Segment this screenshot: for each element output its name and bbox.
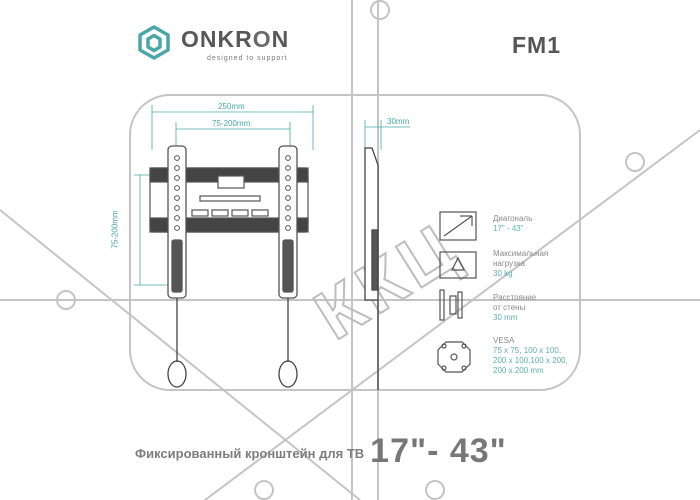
spec-wall-distance: Расстояние от стены 30 mm [493, 293, 537, 322]
footer-description: Фиксированный кронштейн для ТВ [135, 446, 365, 461]
spec-vesa: VESA 75 x 75, 100 x 100, 200 x 100,100 x… [493, 336, 568, 375]
spec-diagonal: Диагональ 17" - 43" [493, 214, 533, 233]
vesa-icon [437, 341, 471, 373]
wall-distance-icon [439, 289, 463, 321]
model-name: FM1 [512, 32, 561, 58]
brand-tagline: designed to support [207, 55, 288, 62]
dimension-depth: 30mm [387, 117, 410, 126]
dimension-total-width: 250mm [218, 102, 245, 111]
spec-max-load: Максимальная нагрузка 30 kg [493, 249, 549, 278]
diagonal-icon [439, 211, 477, 241]
dimension-hole-width: 75-200mm [212, 119, 251, 128]
footer-caption: Фиксированный кронштейн для ТВ 17"- 43" [135, 432, 507, 471]
brand-logo: ONKRON designed to support [134, 22, 288, 67]
brand-icon [138, 25, 170, 60]
brand-name: ONKRON [181, 26, 290, 52]
footer-range: 17"- 43" [370, 432, 507, 470]
load-icon [439, 251, 477, 279]
